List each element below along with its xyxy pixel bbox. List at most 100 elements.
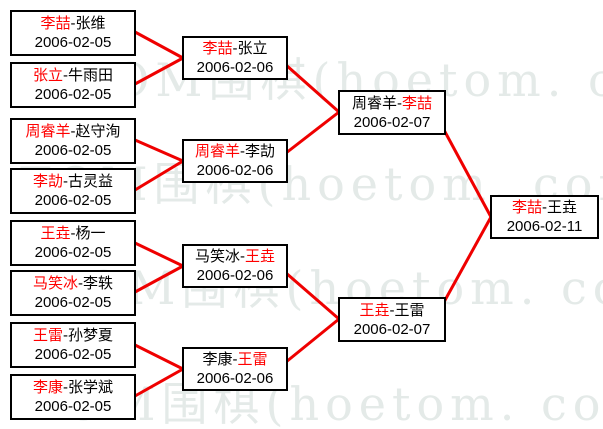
player-name: 周睿羊 [194,143,240,160]
match-date: 2006-02-05 [34,86,112,103]
connector-line [442,216,493,303]
player-name: 马笑冰 [32,275,78,292]
match-date: 2006-02-05 [34,34,112,51]
connector-line [285,271,340,321]
player-name: 李劼 [245,143,276,160]
match-date: 2006-02-05 [34,244,112,261]
match-date: 2006-02-07 [353,113,431,131]
player-name: 马笑冰 [194,248,240,265]
match-date: 2006-02-06 [196,370,274,387]
match-date: 2006-02-05 [34,294,112,311]
match-date: 2006-02-06 [196,59,274,76]
match-box-round1-3: 周睿羊-赵守洵 2006-02-05 [10,118,136,164]
match-date: 2006-02-05 [34,398,112,415]
vs-dash: - [70,123,76,140]
vs-dash: - [232,40,238,57]
player-name: 周睿羊 [25,123,71,140]
vs-dash: - [397,94,402,112]
match-players: 李康-张学斌 [33,378,113,397]
player-name: 古灵益 [68,173,114,190]
match-date: 2006-02-06 [196,162,274,179]
vs-dash: - [78,275,83,292]
match-players: 周睿羊-赵守洵 [25,122,120,141]
match-players: 马笑冰-王垚 [195,247,275,266]
player-name: 李喆 [402,94,433,112]
match-box-round2-3: 马笑冰-王垚 2006-02-06 [182,244,288,288]
match-date: 2006-02-06 [196,267,274,284]
match-box-round1-5: 王垚-杨一 2006-02-05 [10,220,136,266]
match-box-round1-7: 王雷-孙梦夏 2006-02-05 [10,322,136,368]
connector-line [134,264,184,294]
match-date: 2006-02-05 [34,142,112,159]
player-name: 孙梦夏 [68,327,114,344]
player-name: 李喆 [511,199,542,216]
connector-line [442,129,493,218]
player-name: 张维 [75,15,106,32]
match-date: 2006-02-07 [353,320,431,338]
connector-line [134,30,184,60]
match-players: 王雷-孙梦夏 [33,326,113,345]
match-date: 2006-02-11 [506,218,583,235]
player-name: 王垚 [547,199,578,216]
player-name: 李劼 [32,173,63,190]
match-box-round1-6: 马笑冰-李轶 2006-02-05 [10,270,136,316]
player-name: 赵守洵 [75,123,121,140]
match-players: 王垚-杨一 [40,224,105,243]
match-box-round2-1: 李喆-张立 2006-02-06 [182,36,288,80]
player-name: 杨一 [75,225,106,242]
player-name: 王雷 [237,351,268,368]
match-players: 张立-牛雨田 [33,66,113,85]
vs-dash: - [542,199,547,216]
vs-dash: - [63,67,68,84]
player-name: 王垚 [245,248,276,265]
match-box-round1-1: 李喆-张维 2006-02-05 [10,10,136,56]
match-box-round2-4: 李康-王雷 2006-02-06 [182,347,288,391]
connector-line [285,110,340,155]
match-players: 李康-王雷 [202,350,267,369]
connector-line [134,367,184,398]
match-players: 李喆-张维 [40,14,105,33]
match-players: 李喆-张立 [202,39,267,58]
player-name: 张学斌 [68,379,114,396]
player-name: 王垚 [40,225,71,242]
vs-dash: - [63,327,68,344]
match-box-round1-8: 李康-张学斌 2006-02-05 [10,374,136,420]
player-name: 周睿羊 [351,94,397,112]
match-players: 李劼-古灵益 [33,172,113,191]
match-players: 李喆-王垚 [512,198,577,217]
connector-line [134,138,184,163]
match-players: 马笑冰-李轶 [33,274,113,293]
match-box-semifinal-1: 周睿羊-李喆 2006-02-07 [338,90,446,135]
connector-line [134,241,184,268]
player-name: 李喆 [202,40,233,57]
player-name: 张立 [32,67,63,84]
player-name: 李喆 [40,15,71,32]
connector-line [285,317,340,364]
vs-dash: - [240,143,245,160]
player-name: 张立 [237,40,268,57]
match-date: 2006-02-05 [34,192,112,209]
player-name: 王垚 [359,301,390,319]
player-name: 王雷 [32,327,63,344]
player-name: 李康 [32,379,63,396]
vs-dash: - [70,15,76,32]
player-name: 王雷 [394,301,425,319]
connector-line [134,343,184,371]
match-box-round2-2: 周睿羊-李劼 2006-02-06 [182,139,288,183]
match-players: 周睿羊-李劼 [195,142,275,161]
vs-dash: - [70,225,76,242]
match-players: 王垚-王雷 [359,301,424,320]
connector-line [134,159,184,192]
match-box-final: 李喆-王垚 2006-02-11 [490,195,599,239]
connector-line [134,56,184,86]
match-date: 2006-02-05 [34,346,112,363]
connector-line [285,63,340,114]
match-box-round1-2: 张立-牛雨田 2006-02-05 [10,62,136,108]
match-box-semifinal-2: 王垚-王雷 2006-02-07 [338,297,446,342]
vs-dash: - [240,248,245,265]
player-name: 李康 [202,351,233,368]
vs-dash: - [63,379,68,396]
vs-dash: - [232,351,238,368]
match-players: 周睿羊-李喆 [352,94,432,113]
